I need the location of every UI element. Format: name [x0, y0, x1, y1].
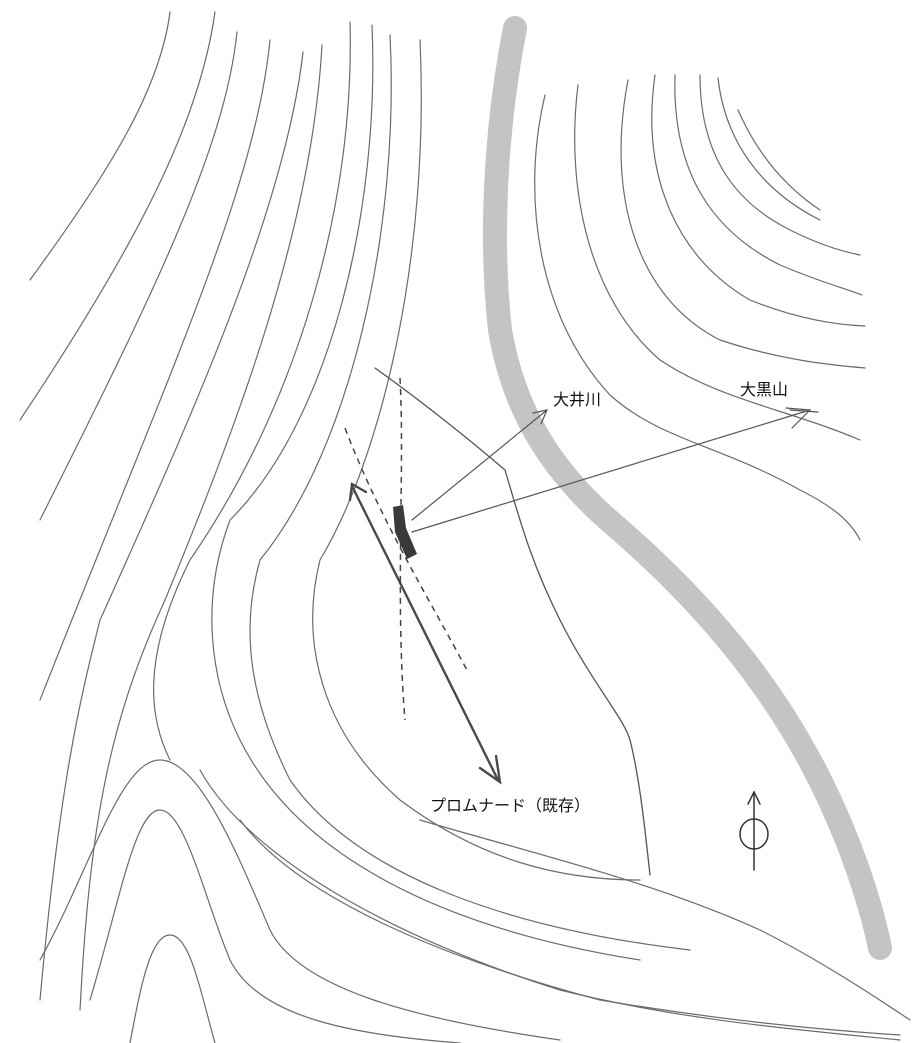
contour-line: [89, 809, 461, 1043]
contour-line: [29, 11, 171, 281]
contour-line: [674, 74, 863, 296]
contour-line: [39, 759, 561, 1041]
contour-line: [699, 74, 861, 256]
river-band: [483, 16, 892, 960]
contour-line: [574, 84, 861, 441]
contour-line: [620, 79, 866, 369]
contour-line: [651, 74, 866, 327]
contour-line: [737, 109, 821, 211]
view-arrowhead-mountain: [785, 407, 812, 429]
contour-line: [239, 819, 901, 1036]
promenade-line: [374, 367, 651, 876]
promenade-label: プロムナード（既存）: [430, 796, 591, 815]
promenade-arrowhead-bottom: [478, 754, 502, 785]
view-arrows: [411, 407, 819, 533]
contour-line: [199, 769, 901, 1041]
contour-line: [153, 21, 351, 761]
view-line-river: [411, 409, 548, 521]
dashed-guide-diagonal: [344, 427, 469, 673]
north-arrow-icon: [739, 790, 769, 871]
promenade-arrowhead-top: [348, 482, 368, 502]
contour-line: [19, 11, 216, 421]
contour-line: [717, 77, 821, 221]
contour-line: [39, 31, 238, 521]
contour-lines-west: [19, 11, 691, 1011]
contour-line: [79, 44, 323, 1011]
contour-lines-valley: [39, 759, 911, 1043]
river-label: 大井川: [553, 390, 602, 409]
north-arrow-head: [747, 790, 761, 805]
dashed-guides: [344, 377, 469, 721]
building-mass: [393, 505, 417, 559]
contour-line: [39, 51, 304, 1001]
view-tick-mountain: [789, 409, 819, 413]
contour-lines-east: [534, 74, 866, 541]
contour-line: [249, 34, 691, 951]
view-arrowhead-river: [532, 409, 549, 425]
view-line-mountain: [411, 409, 811, 533]
contour-line: [534, 94, 861, 541]
contour-line: [211, 24, 641, 961]
mountain-label: 大黒山: [740, 380, 789, 399]
dashed-guide-vertical: [399, 377, 406, 721]
contour-line: [129, 934, 216, 1043]
promenade-arrow-shaft: [350, 484, 500, 782]
contour-line: [312, 39, 641, 881]
contour-line: [419, 819, 911, 1021]
contour-line: [39, 39, 271, 701]
promenade-arrow: [348, 482, 502, 785]
